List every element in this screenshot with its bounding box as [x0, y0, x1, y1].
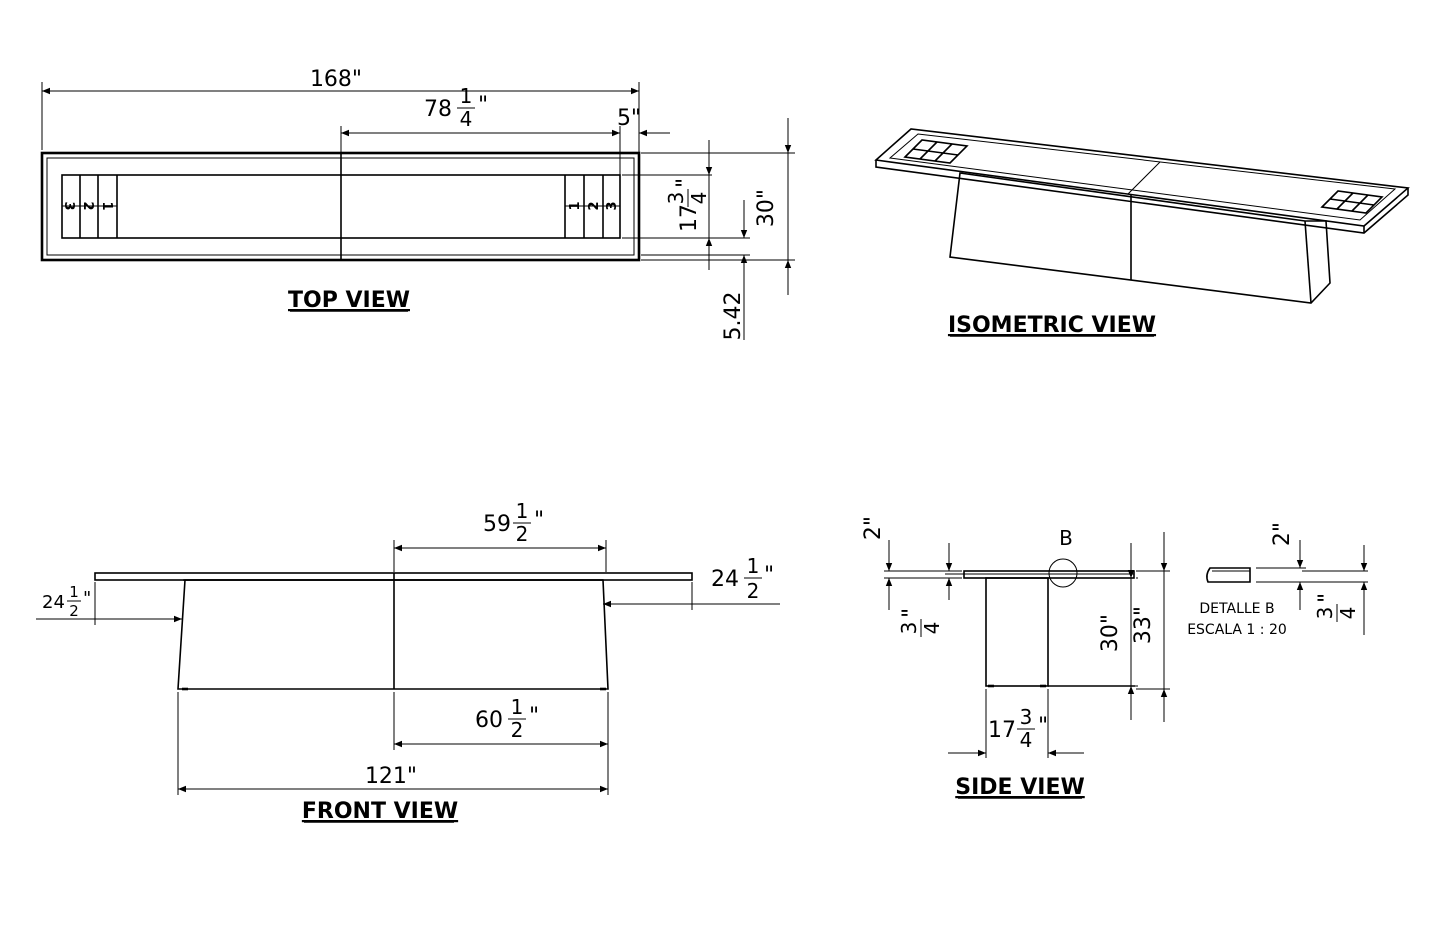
top-overall-length-dim: 168"	[310, 67, 362, 92]
svg-text:4: 4	[1020, 728, 1033, 752]
detail-lip-dim: 3 4 "	[1313, 593, 1360, 622]
top-gap-dim: 5"	[617, 106, 641, 131]
svg-text:": "	[1315, 593, 1340, 603]
left-score-digit-3: 3	[61, 201, 76, 210]
svg-text:78: 78	[424, 97, 452, 122]
front-view-title: FRONT VIEW	[302, 799, 458, 824]
side-view: B 2" 3 4 " 30" 33"	[861, 516, 1170, 800]
top-inner-width-dim: 17 3 4 "	[664, 178, 711, 232]
top-view: 3 2 1 1 2 3 168" 78 1 4 "	[40, 67, 795, 341]
svg-text:2: 2	[516, 522, 529, 546]
svg-text:17: 17	[988, 718, 1016, 743]
front-base	[177, 579, 609, 690]
svg-text:1: 1	[516, 499, 529, 523]
svg-text:": "	[899, 608, 924, 618]
svg-text:": "	[1038, 714, 1048, 739]
svg-text:": "	[764, 563, 774, 588]
svg-text:24: 24	[42, 592, 65, 613]
svg-text:1: 1	[747, 554, 760, 578]
svg-text:1: 1	[69, 583, 79, 601]
svg-text:": "	[529, 704, 539, 729]
detail-b-scale: ESCALA 1 : 20	[1187, 622, 1287, 638]
svg-text:4: 4	[687, 192, 711, 205]
detail-thickness-dim: 2"	[1270, 522, 1295, 546]
side-top-thickness-dim: 2"	[861, 516, 886, 540]
svg-text:4: 4	[920, 622, 944, 635]
svg-text:4: 4	[460, 107, 473, 131]
left-score-digit-2: 2	[80, 201, 95, 210]
iso-right-score-grid	[1320, 190, 1384, 214]
detail-b-title: DETALLE B	[1199, 601, 1274, 617]
svg-text:3: 3	[664, 192, 688, 205]
top-height-dim: 30"	[754, 189, 779, 227]
top-view-title: TOP VIEW	[288, 288, 410, 313]
front-right-overhang-dim: 24 1 2 "	[711, 554, 774, 603]
right-scoring-zone: 1 2 3	[564, 175, 620, 238]
front-upper-dim: 59 1 2 "	[483, 499, 544, 546]
left-score-digit-1: 1	[99, 201, 114, 210]
svg-text:24: 24	[711, 567, 739, 592]
front-overall-dim: 121"	[365, 764, 417, 789]
svg-text:": "	[673, 178, 698, 188]
svg-text:": "	[534, 508, 544, 533]
svg-text:3: 3	[1313, 607, 1337, 620]
svg-text:2: 2	[69, 602, 79, 620]
iso-base	[949, 172, 1331, 304]
isometric-view: ISOMETRIC VIEW	[874, 128, 1410, 338]
detail-b-marker-circle	[1048, 558, 1078, 588]
right-score-digit-2: 2	[587, 201, 602, 210]
svg-text:1: 1	[460, 84, 473, 108]
svg-text:17: 17	[677, 204, 702, 232]
svg-text:3: 3	[1020, 705, 1033, 729]
svg-text:": "	[478, 93, 488, 118]
side-lip-dim: 3 4 "	[897, 608, 944, 637]
svg-text:59: 59	[483, 512, 511, 537]
right-score-digit-3: 3	[605, 201, 620, 210]
svg-text:3: 3	[897, 622, 921, 635]
svg-text:1: 1	[511, 695, 524, 719]
side-base	[985, 577, 1049, 687]
side-base-width-dim: 17 3 4 "	[988, 705, 1048, 752]
isometric-view-title: ISOMETRIC VIEW	[948, 313, 1156, 338]
iso-left-score-grid	[903, 139, 969, 164]
svg-text:2: 2	[747, 579, 760, 603]
right-score-digit-1: 1	[568, 201, 583, 210]
svg-text:4: 4	[1336, 607, 1360, 620]
side-view-title: SIDE VIEW	[955, 775, 1085, 800]
svg-text:2: 2	[511, 718, 524, 742]
front-lower-dim: 60 1 2 "	[475, 695, 539, 742]
front-left-overhang-dim: 24 1 2 "	[42, 583, 91, 620]
detail-b: 2" 3 4 " DETALLE B ESCALA 1 : 20	[1187, 522, 1368, 638]
detail-b-marker: B	[1059, 526, 1073, 550]
left-scoring-zone: 3 2 1	[61, 175, 118, 238]
svg-text:60: 60	[475, 708, 503, 733]
front-view: 59 1 2 " 24 1 2 " 24 1 2 "	[36, 499, 780, 824]
top-offset-dim: 5.42	[721, 292, 746, 341]
svg-text:": "	[83, 588, 91, 609]
top-center-dim: 78 1 4 "	[424, 84, 488, 131]
side-height-30-dim: 30"	[1098, 614, 1123, 652]
side-height-33-dim: 33"	[1131, 606, 1156, 644]
